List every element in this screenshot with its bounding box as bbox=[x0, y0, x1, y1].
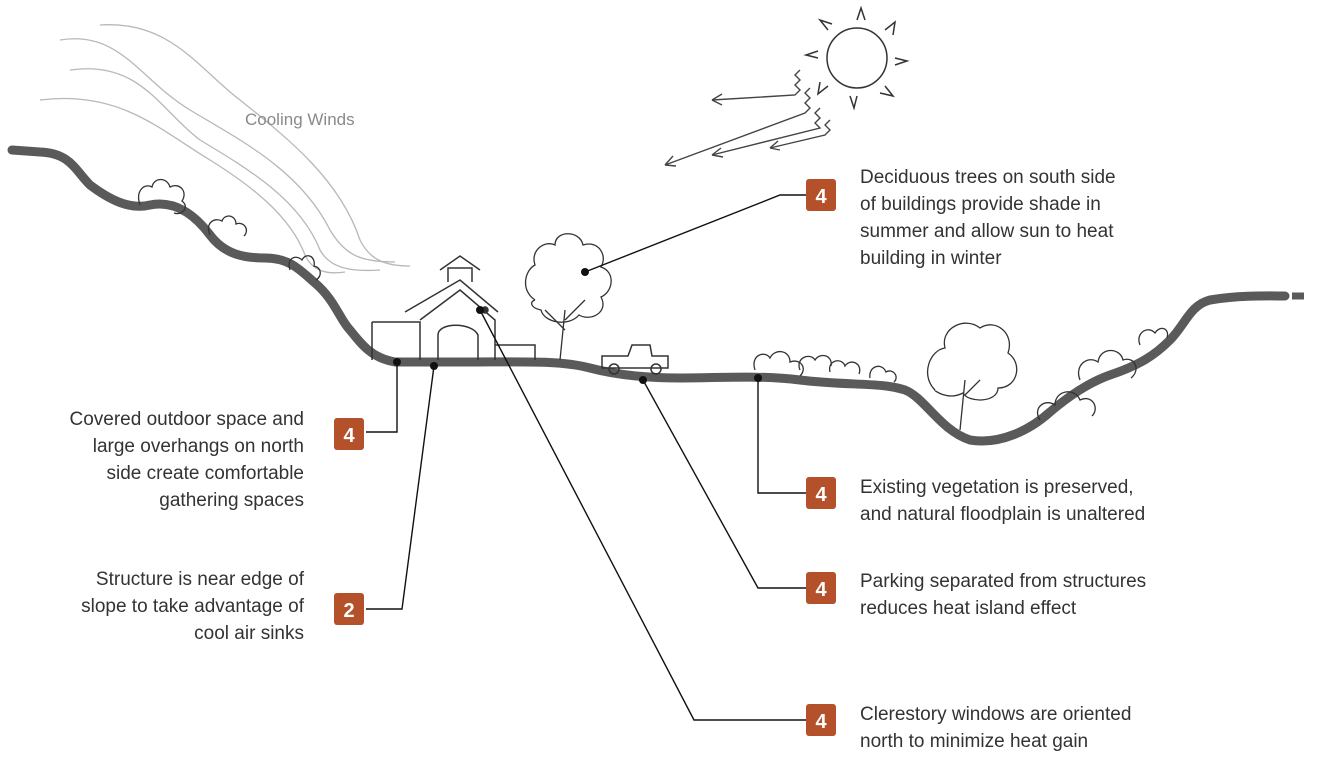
badge-covered: 4 bbox=[334, 418, 364, 450]
callout-line: Existing vegetation is preserved, bbox=[860, 477, 1134, 498]
leader-clerestory bbox=[479, 309, 806, 721]
leader-dots bbox=[393, 268, 762, 384]
callout-vegetation: Existing vegetation is preserved, and na… bbox=[860, 474, 1145, 528]
badge-structure: 2 bbox=[334, 593, 364, 625]
callout-line: Parking separated from structures bbox=[860, 571, 1147, 592]
leader-structure bbox=[366, 365, 435, 610]
callout-parking: Parking separated from structures reduce… bbox=[860, 568, 1146, 622]
callout-deciduous: Deciduous trees on south side of buildin… bbox=[860, 164, 1116, 272]
callout-line: Covered outdoor space and bbox=[69, 409, 305, 430]
callout-structure: Structure is near edge of slope to take … bbox=[81, 566, 304, 647]
slope-shrubs bbox=[138, 178, 321, 281]
callout-line: slope to take advantage of bbox=[81, 596, 304, 617]
callout-covered: Covered outdoor space and large overhang… bbox=[70, 406, 305, 514]
badge-deciduous: 4 bbox=[806, 179, 836, 211]
callout-line: gathering spaces bbox=[159, 490, 304, 511]
callout-line: Deciduous trees on south side bbox=[860, 167, 1116, 188]
leader-covered bbox=[366, 362, 398, 433]
badge-parking: 4 bbox=[806, 572, 836, 604]
callout-line: Clerestory windows are oriented bbox=[860, 704, 1132, 725]
callout-line: reduces heat island effect bbox=[860, 598, 1077, 619]
callout-line: large overhangs on north bbox=[92, 436, 304, 457]
callout-line: Structure is near edge of bbox=[95, 569, 304, 590]
leader-lines bbox=[366, 194, 806, 721]
leader-vegetation bbox=[757, 378, 806, 494]
wind-lines bbox=[39, 24, 411, 274]
badge-clerestory: 4 bbox=[806, 704, 836, 736]
sun-icon bbox=[803, 5, 910, 111]
callout-line: and natural floodplain is unaltered bbox=[860, 504, 1146, 525]
badge-vegetation: 4 bbox=[806, 477, 836, 509]
callout-line: side create comfortable bbox=[106, 463, 305, 484]
callout-line: building in winter bbox=[860, 248, 1002, 269]
callout-line: north to minimize heat gain bbox=[860, 731, 1089, 752]
leader-parking bbox=[642, 379, 806, 589]
truck-icon bbox=[601, 344, 669, 375]
wind-label: Cooling Winds bbox=[245, 110, 355, 129]
valley-vegetation bbox=[753, 322, 1169, 431]
ground-line bbox=[7, 145, 1290, 446]
sun-rays bbox=[664, 69, 831, 167]
callout-line: cool air sinks bbox=[194, 623, 304, 644]
leader-deciduous bbox=[584, 194, 806, 273]
deciduous-tree bbox=[524, 233, 612, 361]
callout-line: summer and allow sun to heat bbox=[860, 221, 1114, 242]
building bbox=[371, 255, 536, 360]
callout-clerestory: Clerestory windows are oriented north to… bbox=[860, 701, 1131, 755]
callout-line: of buildings provide shade in bbox=[860, 194, 1101, 215]
